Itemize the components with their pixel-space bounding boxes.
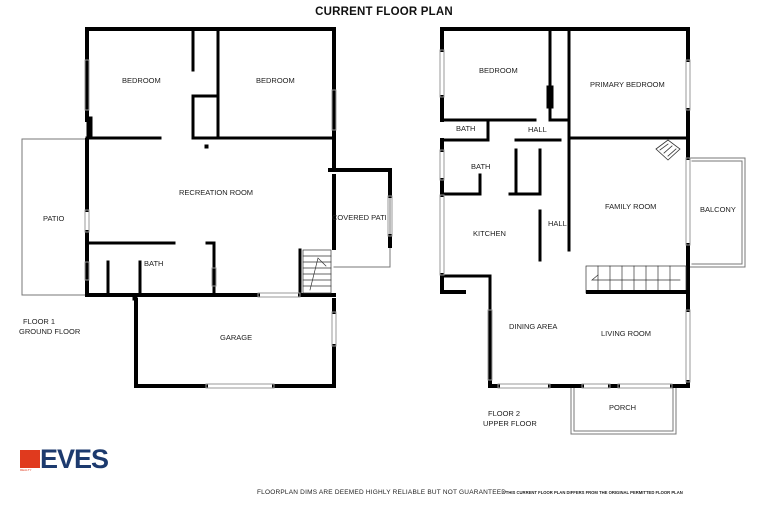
room-label-bath: BATH: [144, 259, 164, 268]
logo-tagline: REALTY: [20, 468, 32, 472]
room-label-living-room: LIVING ROOM: [601, 329, 652, 338]
eves-logo: EVES REALTY: [20, 444, 136, 474]
footer-disclaimer: FLOORPLAN DIMS ARE DEEMED HIGHLY RELIABL…: [257, 489, 507, 496]
floor2-windows: [439, 49, 691, 389]
floor1-exterior-walls: [85, 27, 392, 388]
logo-text: EVES: [40, 444, 109, 474]
room-label-balcony: BALCONY: [700, 205, 736, 214]
floor2-plan: [439, 27, 746, 435]
room-label-hall-mid: HALL: [548, 219, 567, 228]
floor1-windows: [84, 59, 393, 389]
floor1-caption-line2: GROUND FLOOR: [19, 327, 81, 336]
room-label-dining-area: DINING AREA: [509, 322, 558, 331]
patio-outline: [21, 138, 88, 296]
floor1-column: [132, 294, 138, 301]
floor2-exterior-walls: [440, 27, 690, 388]
room-label-recreation-room: RECREATION ROOM: [179, 188, 254, 197]
room-label-kitchen: KITCHEN: [473, 229, 506, 238]
floor2-stair-wall: [586, 290, 688, 294]
room-label-family-room: FAMILY ROOM: [605, 202, 657, 211]
room-label-covered-patio: COVERED PATIO: [332, 213, 387, 222]
floor2-interior-walls: [440, 27, 690, 332]
floor2-caption-line2: UPPER FLOOR: [483, 419, 537, 428]
page-title: CURRENT FLOOR PLAN: [315, 6, 453, 18]
porch-outline: [570, 385, 677, 435]
logo-red-block: [20, 450, 40, 468]
room-label-hall-top: HALL: [528, 125, 547, 134]
room-label-garage: GARAGE: [220, 333, 253, 342]
floor2-stairs: [585, 265, 687, 294]
room-label-patio: PATIO: [43, 214, 65, 223]
balcony-outline: [689, 157, 746, 268]
floor1-wall-stub: [86, 116, 93, 138]
room-label-bedroom-right: BEDROOM: [256, 76, 295, 85]
room-label-primary-bedroom: PRIMARY BEDROOM: [590, 80, 665, 89]
floor1-stairs: [302, 249, 332, 294]
floor1-plan: [21, 27, 393, 389]
covered-patio-outline: [333, 171, 391, 268]
floor2-pillar: [546, 85, 554, 109]
fireplace-icon: [655, 139, 681, 161]
floor1-interior-walls: [85, 27, 336, 297]
room-label-porch: PORCH: [609, 403, 637, 412]
room-label-bath-top: BATH: [456, 124, 476, 133]
room-label-bedroom-left: BEDROOM: [122, 76, 161, 85]
floor1-caption-line1: FLOOR 1: [23, 317, 56, 326]
room-label-bath-mid: BATH: [471, 162, 491, 171]
footer-note: * THIS CURRENT FLOOR PLAN DIFFERS FROM T…: [503, 490, 683, 495]
floor1-post: [204, 144, 209, 149]
floor2-caption-line1: FLOOR 2: [488, 409, 521, 418]
room-label-bedroom-upper: BEDROOM: [479, 66, 518, 75]
